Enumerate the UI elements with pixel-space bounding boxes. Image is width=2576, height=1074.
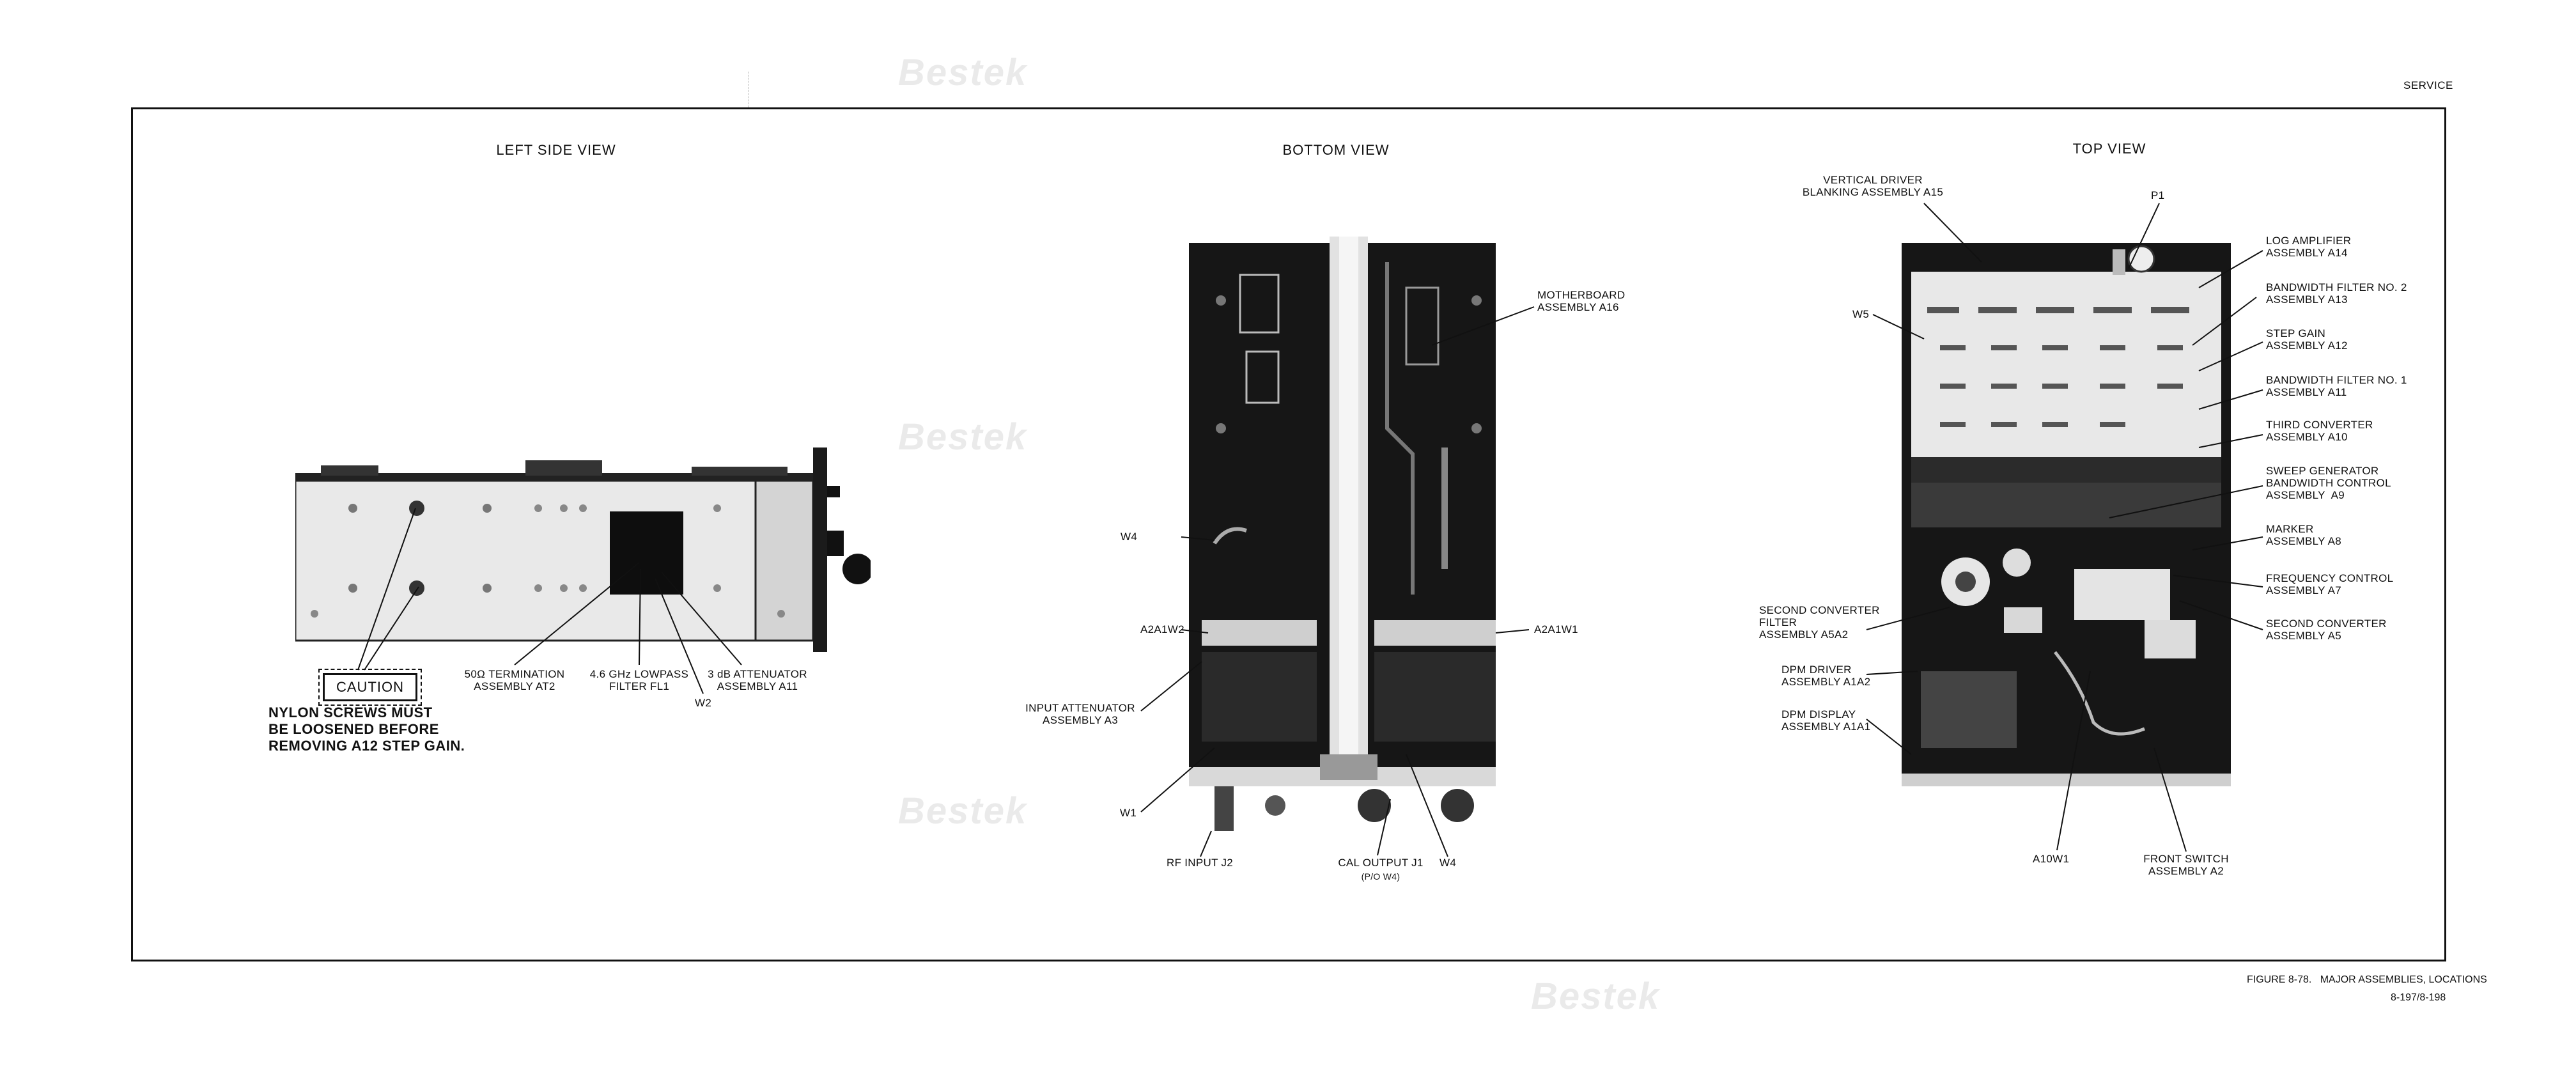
label-rf-input: RF INPUT J2	[1167, 857, 1234, 869]
label-front-switch: FRONT SWITCH ASSEMBLY A2	[2143, 853, 2229, 877]
caution-box: CAUTION	[318, 669, 422, 706]
label-w5: W5	[1852, 308, 1870, 320]
figure-caption: FIGURE 8-78. MAJOR ASSEMBLIES, LOCATIONS	[2247, 974, 2487, 985]
top-view-photo	[1902, 237, 2240, 793]
label-lowpass-filter: 4.6 GHz LOWPASS FILTER FL1	[589, 668, 689, 692]
label-w4-bottom: W4	[1439, 857, 1457, 869]
label-vertical-driver: VERTICAL DRIVER BLANKING ASSEMBLY A15	[1802, 174, 1944, 198]
label-w2: W2	[695, 697, 712, 709]
page-fold-line	[748, 72, 749, 107]
bottom-view-photo	[1176, 237, 1509, 844]
label-third-converter: THIRD CONVERTER ASSEMBLY A10	[2266, 419, 2373, 443]
label-w4-left: W4	[1121, 531, 1138, 543]
label-attenuator: 3 dB ATTENUATOR ASSEMBLY A11	[708, 668, 807, 692]
label-sweep-generator: SWEEP GENERATOR BANDWIDTH CONTROL ASSEMB…	[2266, 465, 2391, 501]
label-a2a1w2: A2A1W2	[1140, 623, 1184, 635]
label-cal-output: CAL OUTPUT J1	[1338, 857, 1424, 869]
label-w1: W1	[1120, 807, 1137, 819]
section-header: SERVICE	[2403, 79, 2453, 91]
watermark: Bestek	[1531, 976, 1661, 1017]
bottom-view-title: BOTTOM VIEW	[1282, 142, 1390, 158]
label-motherboard: MOTHERBOARD ASSEMBLY A16	[1537, 289, 1626, 313]
label-a2a1w1: A2A1W1	[1534, 623, 1578, 635]
label-bandwidth-filter-2: BANDWIDTH FILTER NO. 2 ASSEMBLY A13	[2266, 281, 2407, 306]
bottom-view-drawing	[1189, 237, 1496, 831]
label-p1: P1	[2151, 189, 2165, 201]
label-termination: 50Ω TERMINATION ASSEMBLY AT2	[464, 668, 565, 692]
watermark: Bestek	[898, 416, 1028, 458]
top-view-drawing	[1902, 243, 2231, 786]
page-number: 8-197/8-198	[2391, 992, 2446, 1003]
label-bandwidth-filter-1: BANDWIDTH FILTER NO. 1 ASSEMBLY A11	[2266, 374, 2407, 398]
label-input-attenuator: INPUT ATTENUATOR ASSEMBLY A3	[1025, 702, 1135, 726]
watermark: Bestek	[898, 790, 1028, 832]
label-a10w1: A10W1	[2033, 853, 2070, 865]
label-second-converter: SECOND CONVERTER ASSEMBLY A5	[2266, 618, 2387, 642]
label-second-converter-filter: SECOND CONVERTER FILTER ASSEMBLY A5A2	[1759, 604, 1880, 641]
label-cal-output-sub: (P/O W4)	[1361, 871, 1401, 882]
label-marker: MARKER ASSEMBLY A8	[2266, 523, 2341, 547]
label-step-gain: STEP GAIN ASSEMBLY A12	[2266, 327, 2348, 352]
label-frequency-control: FREQUENCY CONTROL ASSEMBLY A7	[2266, 572, 2394, 596]
label-dpm-display: DPM DISPLAY ASSEMBLY A1A1	[1781, 708, 1871, 733]
label-log-amplifier: LOG AMPLIFIER ASSEMBLY A14	[2266, 235, 2352, 259]
label-dpm-driver: DPM DRIVER ASSEMBLY A1A2	[1781, 664, 1871, 688]
figure-frame	[131, 107, 2446, 961]
nylon-screws-note: NYLON SCREWS MUST BE LOOSENED BEFORE REM…	[268, 704, 465, 754]
top-view-title: TOP VIEW	[2072, 141, 2146, 157]
left-side-unit-drawing	[295, 447, 871, 652]
left-side-unit-photo	[295, 447, 871, 652]
watermark: Bestek	[898, 52, 1028, 93]
left-side-view-title: LEFT SIDE VIEW	[496, 142, 616, 158]
caution-label: CAUTION	[323, 673, 417, 701]
